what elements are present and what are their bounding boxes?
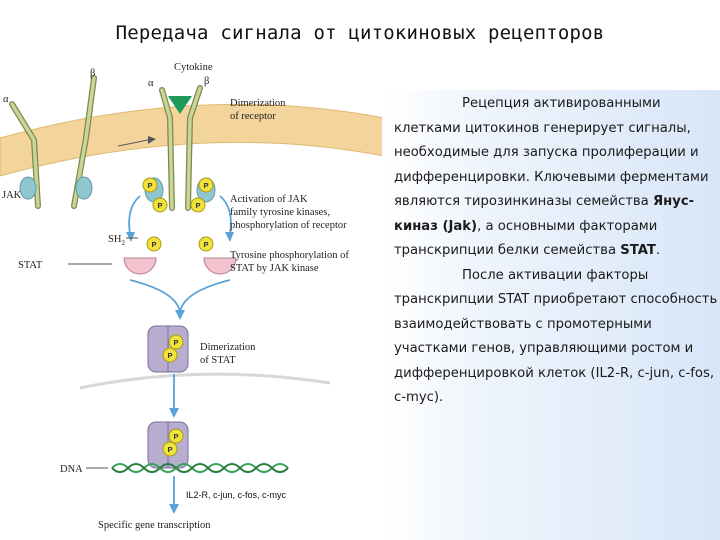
step-dimerization-receptor-line2: of receptor <box>230 111 276 122</box>
step-specific-transcription: Specific gene transcription <box>98 520 211 531</box>
step-activation-jak-line1: Activation of JAK <box>230 194 308 205</box>
step-dimerization-receptor-line1: Dimerization <box>230 98 286 109</box>
dna-label: DNA <box>60 464 83 475</box>
step-activation-jak-line2: family tyrosine kinases, <box>230 207 330 218</box>
receptor-right <box>159 85 203 211</box>
step-dimerization-stat-line2: of STAT <box>200 355 236 366</box>
step-activation-jak-line3: phosphorylation of receptor <box>230 220 347 231</box>
sh2-label: SH2 <box>108 234 125 247</box>
step-tyrosine-line2: STAT by JAK kinase <box>230 263 319 274</box>
jak-left-2 <box>75 176 93 200</box>
signal-diagram: P P P P P P P P P P <box>0 58 384 540</box>
text-panel: Рецепция активированными клетками цитоки… <box>382 90 720 540</box>
cytokine-icon <box>168 96 192 114</box>
jak-label: JAK <box>2 190 22 201</box>
dna-helix <box>111 463 289 473</box>
p-label: P <box>196 201 201 210</box>
beta-right-label: β <box>204 76 209 87</box>
p-label: P <box>168 351 173 360</box>
cytokine-label: Cytokine <box>174 62 213 73</box>
alpha-right-label: α <box>148 78 154 89</box>
stat-pair: P P <box>123 236 237 275</box>
p-label: P <box>158 201 163 210</box>
p-label: P <box>152 240 157 249</box>
stat-dimer-dna: P P <box>147 421 189 469</box>
p-label: P <box>148 181 153 190</box>
step-tyrosine-line1: Tyrosine phosphorylation of <box>230 250 349 261</box>
slide-title: Передача сигнала от цитокиновых рецептор… <box>115 22 605 44</box>
p-label: P <box>168 445 173 454</box>
step-dimerization-stat-line1: Dimerization <box>200 342 256 353</box>
stat-dimer: P P <box>147 325 189 373</box>
p-label: P <box>204 240 209 249</box>
beta-left-label: β <box>90 68 95 79</box>
p-circles-receptor: P P P P <box>142 177 214 213</box>
p-label: P <box>174 338 179 347</box>
p-label: P <box>174 432 179 441</box>
alpha-left-label: α <box>3 94 9 105</box>
jak-left-1 <box>19 176 37 200</box>
p-label: P <box>204 181 209 190</box>
text-body: Рецепция активированными клетками цитоки… <box>394 92 718 411</box>
paragraph-1: Рецепция активированными клетками цитоки… <box>394 96 709 258</box>
stat-label: STAT <box>18 260 43 271</box>
nuclear-envelope <box>79 372 331 390</box>
genes-note: IL2-R, c-jun, c-fos, c-myc <box>186 490 287 500</box>
paragraph-2: После активации факторы транскрипции STA… <box>394 267 718 406</box>
